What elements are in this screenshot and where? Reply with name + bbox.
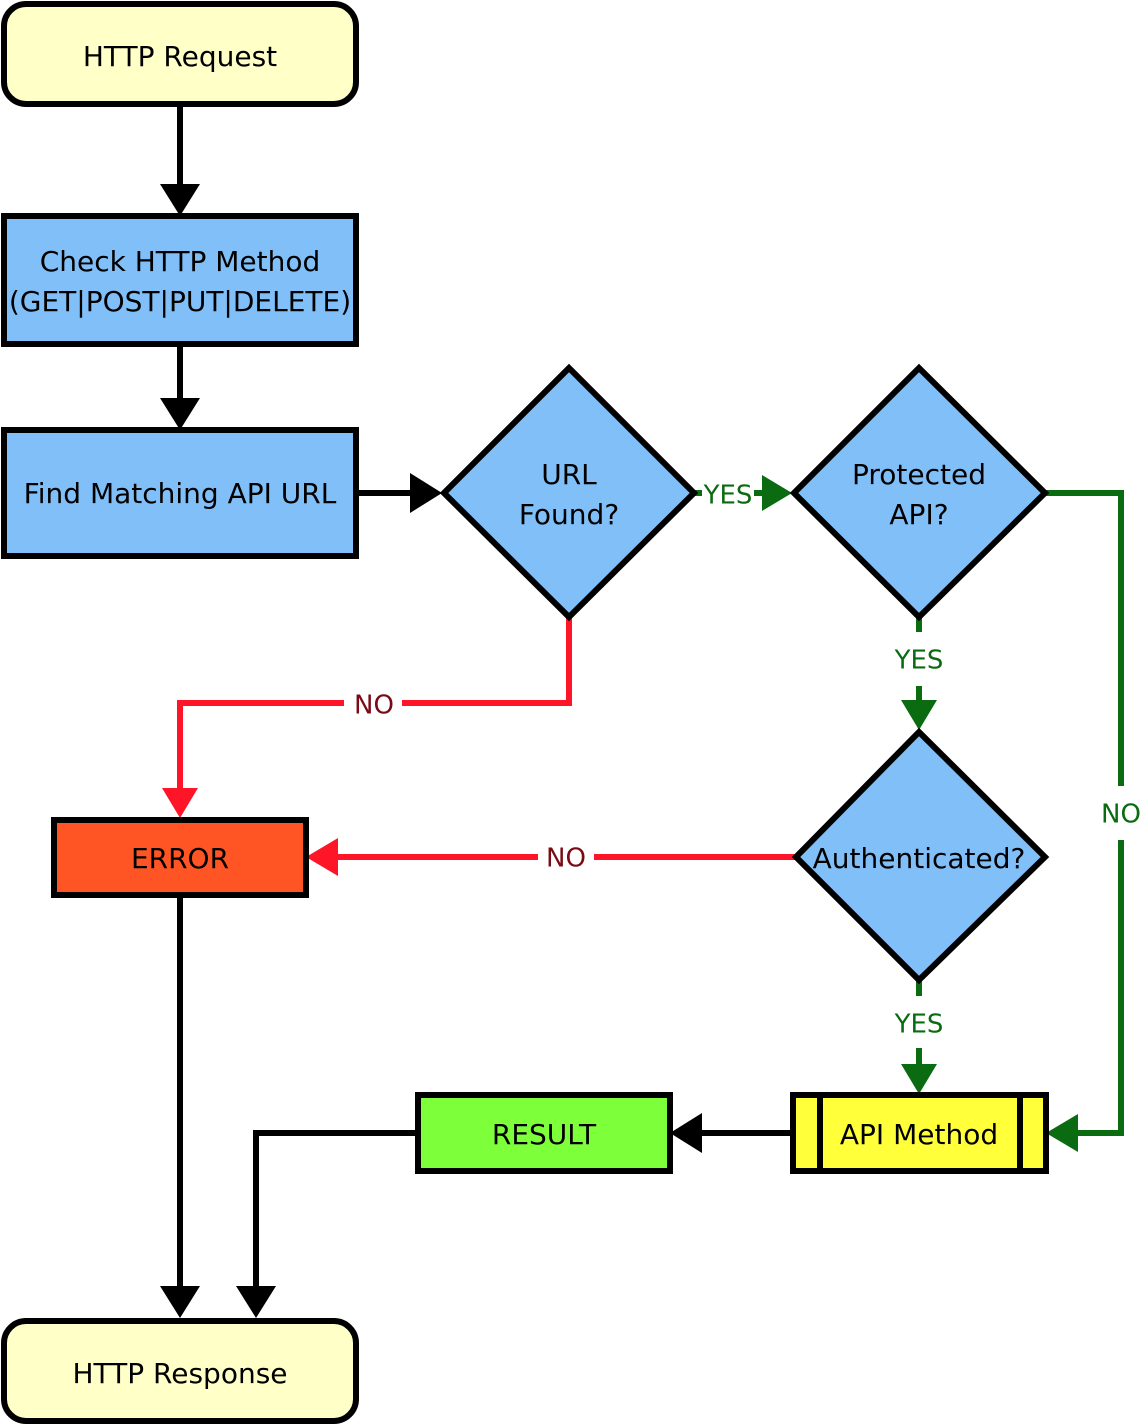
node-url-found-decision: URL Found? [439,363,699,622]
node-protected-api-decision: Protected API? [789,363,1050,622]
node-http-response: HTTP Response [1,1318,359,1424]
edge-protected-no [1045,490,1124,786]
node-authenticated-decision: Authenticated? [791,727,1050,985]
node-api-method-label: API Method [840,1118,998,1151]
node-check-http-method-line2: (GET|POST|PUT|DELETE) [9,285,351,318]
edge-label-protected-no: NO [1101,800,1141,830]
node-result: RESULT [415,1092,673,1174]
arrowhead-request-to-check [160,184,200,216]
node-protected-api-line1: Protected [852,458,986,491]
node-http-request-label: HTTP Request [83,40,277,73]
arrowhead-urlfound-no [162,788,198,818]
node-http-request: HTTP Request [1,1,359,107]
arrowhead-authenticated-yes [901,1064,937,1094]
node-result-label: RESULT [492,1118,597,1151]
arrowhead-protected-no [1046,1114,1078,1152]
node-check-http-method: Check HTTP Method (GET|POST|PUT|DELETE) [1,213,359,347]
arrowhead-find-to-urlfound [410,473,442,513]
node-find-matching-api-url-label: Find Matching API URL [24,477,337,510]
node-http-response-label: HTTP Response [72,1357,287,1390]
node-error: ERROR [51,817,309,898]
edge-label-url-found-yes: YES [703,481,753,511]
node-error-label: ERROR [131,842,229,875]
edge-label-protected-yes: YES [894,646,944,676]
node-api-method: API Method [790,1092,1049,1174]
node-authenticated-label: Authenticated? [813,842,1026,875]
edge-urlfound-no [402,617,572,706]
arrowhead-apimethod-to-result [670,1113,702,1153]
arrowhead-check-to-find [160,398,200,430]
node-check-http-method-line1: Check HTTP Method [40,245,321,278]
node-find-matching-api-url: Find Matching API URL [1,427,359,559]
arrowhead-error-to-response [160,1286,200,1318]
arrowhead-result-to-response [236,1286,276,1318]
edge-urlfound-no-tail [177,700,344,790]
node-url-found-line1: URL [541,458,597,491]
edge-result-to-response [253,1130,418,1290]
edge-label-authenticated-yes: YES [894,1010,944,1040]
edge-protected-no-tail [1076,840,1124,1136]
arrowhead-protected-yes [901,700,937,730]
node-protected-api-line2: API? [889,498,948,531]
arrowhead-urlfound-yes [762,475,792,511]
edge-label-url-found-no: NO [354,691,394,721]
node-url-found-line2: Found? [519,498,619,531]
arrowhead-authenticated-no [306,838,338,876]
edge-label-authenticated-no: NO [546,844,586,874]
